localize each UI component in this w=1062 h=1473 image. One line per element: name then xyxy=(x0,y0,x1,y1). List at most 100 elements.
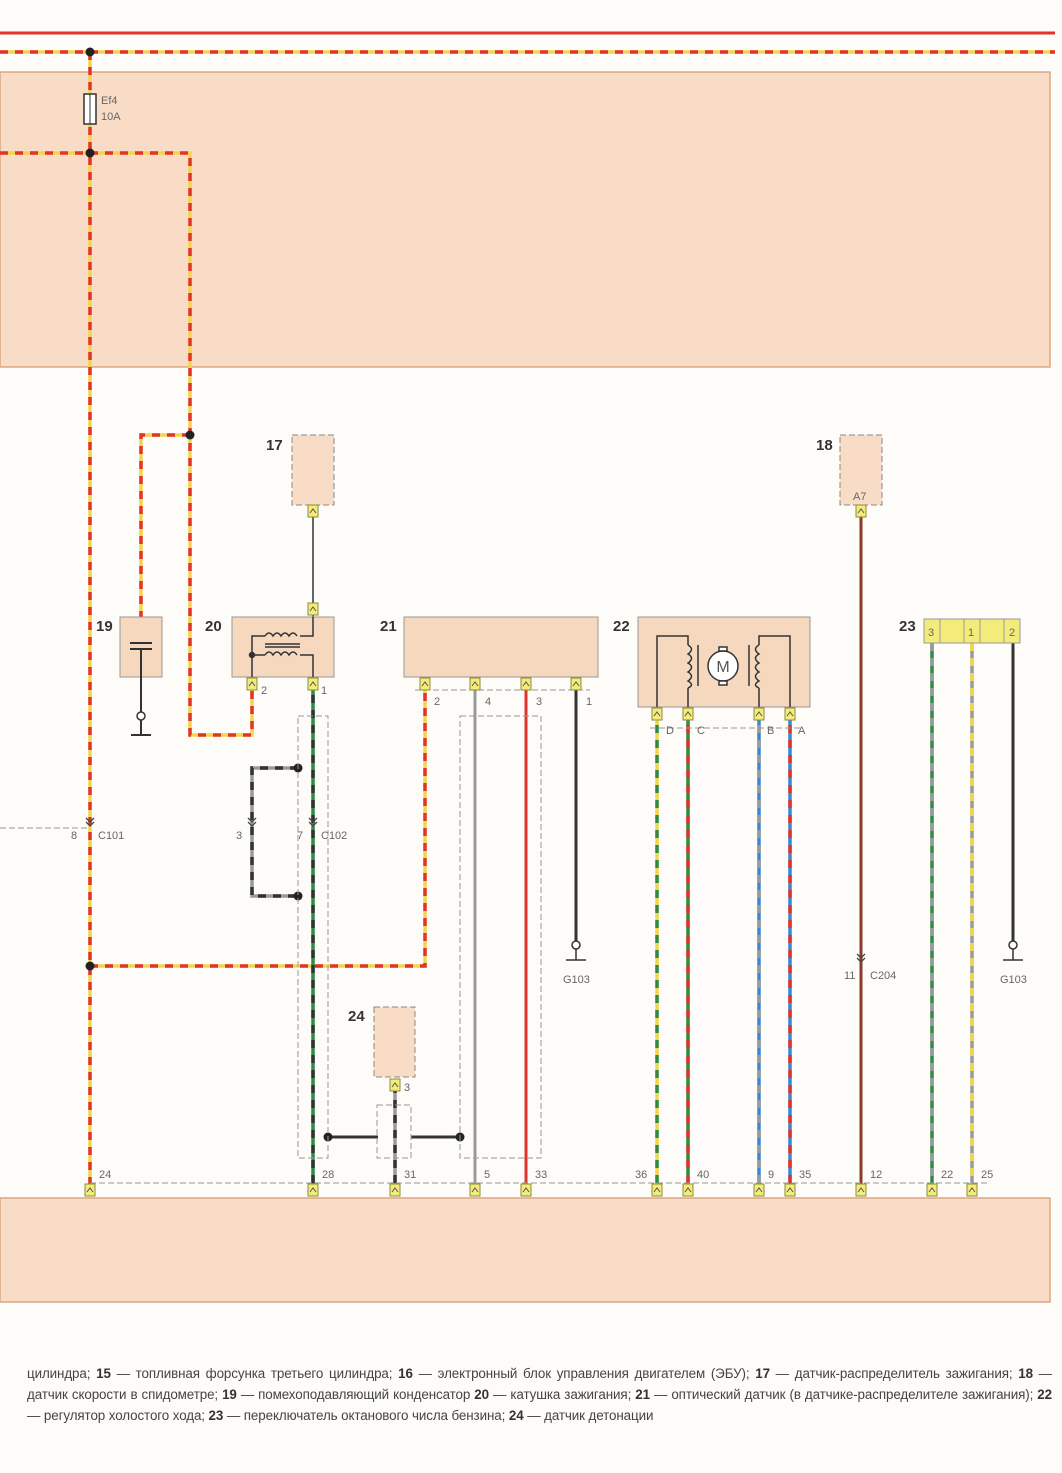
caption-number: 22 xyxy=(1037,1387,1052,1402)
ecu-pin-label: 24 xyxy=(99,1169,111,1181)
terminal-pin xyxy=(419,677,431,691)
c102-label: C102 xyxy=(321,830,347,842)
terminal-pins xyxy=(84,504,978,1197)
terminal-pin xyxy=(84,1183,96,1197)
ecu-pin-label: 12 xyxy=(870,1169,882,1181)
capacitor-icon xyxy=(130,642,152,736)
caption-number: 24 xyxy=(508,1408,524,1423)
caption-number: 16 xyxy=(398,1366,413,1381)
ecu-pin-label: 40 xyxy=(697,1169,709,1181)
optical-sensor-21-box xyxy=(403,616,599,678)
c102-pin-3: 3 xyxy=(236,830,242,842)
idle-regulator-22-box xyxy=(637,616,811,708)
ecu-pin-label: 5 xyxy=(484,1169,490,1181)
ecu-pin-label: 35 xyxy=(799,1169,811,1181)
terminal-pin xyxy=(753,1183,765,1197)
octane-switch-23[interactable] xyxy=(923,618,1021,644)
terminal-pin xyxy=(307,1183,319,1197)
label-23: 23 xyxy=(899,618,916,635)
junction-dot xyxy=(85,47,95,57)
terminal-pin xyxy=(855,1183,867,1197)
coil-icon xyxy=(248,617,314,677)
wire-shield-c102 xyxy=(250,766,298,898)
terminal-pin xyxy=(246,677,258,691)
pin-23-1: 1 xyxy=(968,627,974,639)
upper-panel xyxy=(0,71,1051,368)
caption-text: — электронный блок управления двигателем… xyxy=(412,1366,756,1381)
ecu-pin-label: 9 xyxy=(768,1169,774,1181)
terminal-pin xyxy=(784,1183,796,1197)
wires xyxy=(0,47,1055,1190)
junction-dot xyxy=(85,148,95,158)
ground-g103-icon xyxy=(566,940,586,961)
c101-pin: 8 xyxy=(71,830,77,842)
c204-pin: 11 xyxy=(844,970,855,982)
terminal-pin xyxy=(469,677,481,691)
label-18: 18 xyxy=(816,437,833,454)
terminal-pin xyxy=(651,1183,663,1197)
pin-21-4: 4 xyxy=(485,696,491,708)
ground-g103-icon xyxy=(1003,940,1023,961)
caption-text: — датчик детонации xyxy=(523,1408,654,1423)
caption-number: 21 xyxy=(635,1387,650,1402)
wire-red-yellow-sensor21 xyxy=(90,680,427,968)
terminal-pin xyxy=(307,677,319,691)
caption-text: — датчик-распределитель зажигания; xyxy=(769,1366,1019,1381)
terminal-pin xyxy=(966,1183,978,1197)
caption-text: — топливная форсунка третьего цилиндра; xyxy=(110,1366,399,1381)
ecu-pin-label: 28 xyxy=(322,1169,334,1181)
ecu-pin-label: 36 xyxy=(635,1169,647,1181)
fuse-ef4: Ef4 10A xyxy=(83,93,121,125)
caption-number: 23 xyxy=(208,1408,224,1423)
label-22: 22 xyxy=(613,618,630,635)
terminal-pin xyxy=(520,1183,532,1197)
ecu-pin-label: 31 xyxy=(404,1169,416,1181)
label-24: 24 xyxy=(348,1008,365,1025)
sensor-17-box xyxy=(291,434,335,506)
junction-dot xyxy=(185,430,195,440)
fuse-id: Ef4 xyxy=(101,95,118,107)
pin-24-3: 3 xyxy=(404,1082,410,1094)
terminal-pin xyxy=(682,1183,694,1197)
connector-chevron-icon xyxy=(247,817,257,827)
caption-number: 15 xyxy=(96,1366,111,1381)
c102-pin-7: 7 xyxy=(297,830,303,842)
label-17: 17 xyxy=(266,437,283,454)
fuse-rating: 10A xyxy=(101,111,121,123)
caption-text: — датчик скорости в спидометре; xyxy=(27,1366,1052,1402)
pin-20-1: 1 xyxy=(321,685,327,697)
ecu-pin-label: 25 xyxy=(981,1169,993,1181)
caption-text: цилиндра; xyxy=(27,1366,97,1381)
caption-number: 18 xyxy=(1018,1366,1033,1381)
terminal-pin xyxy=(307,504,319,518)
caption-text: — катушка зажигания; xyxy=(488,1387,636,1402)
caption-number: 17 xyxy=(755,1366,770,1381)
pin-22-a: A xyxy=(798,725,806,737)
ecu-pin-label: 22 xyxy=(941,1169,953,1181)
pin-22-d: D xyxy=(666,725,674,737)
pin-23-3: 3 xyxy=(928,627,934,639)
junction-dot xyxy=(293,891,303,901)
c204-label: C204 xyxy=(870,970,896,982)
junction-dot xyxy=(85,961,95,971)
label-20: 20 xyxy=(205,618,222,635)
speed-sensor-18-box xyxy=(839,434,883,506)
caption-text: — переключатель октанового числа бензина… xyxy=(223,1408,509,1423)
pin-21-1: 1 xyxy=(586,696,592,708)
caption-text: — оптический датчик (в датчике-распредел… xyxy=(649,1387,1038,1402)
connector-chevron-icon xyxy=(856,953,866,963)
knock-sensor-24-box xyxy=(373,1006,416,1078)
motor-label: M xyxy=(716,659,729,676)
caption-text: — регулятор холостого хода; xyxy=(27,1408,209,1423)
pin-a7: A7 xyxy=(853,491,866,503)
terminal-pin xyxy=(855,504,867,518)
terminal-pin xyxy=(389,1078,401,1092)
terminal-pin xyxy=(469,1183,481,1197)
terminal-pin xyxy=(520,677,532,691)
label-21: 21 xyxy=(380,618,397,635)
c101-label: C101 xyxy=(98,830,124,842)
terminal-pin xyxy=(307,602,319,616)
terminal-pin xyxy=(753,707,765,721)
shield-outlines xyxy=(0,689,990,1184)
